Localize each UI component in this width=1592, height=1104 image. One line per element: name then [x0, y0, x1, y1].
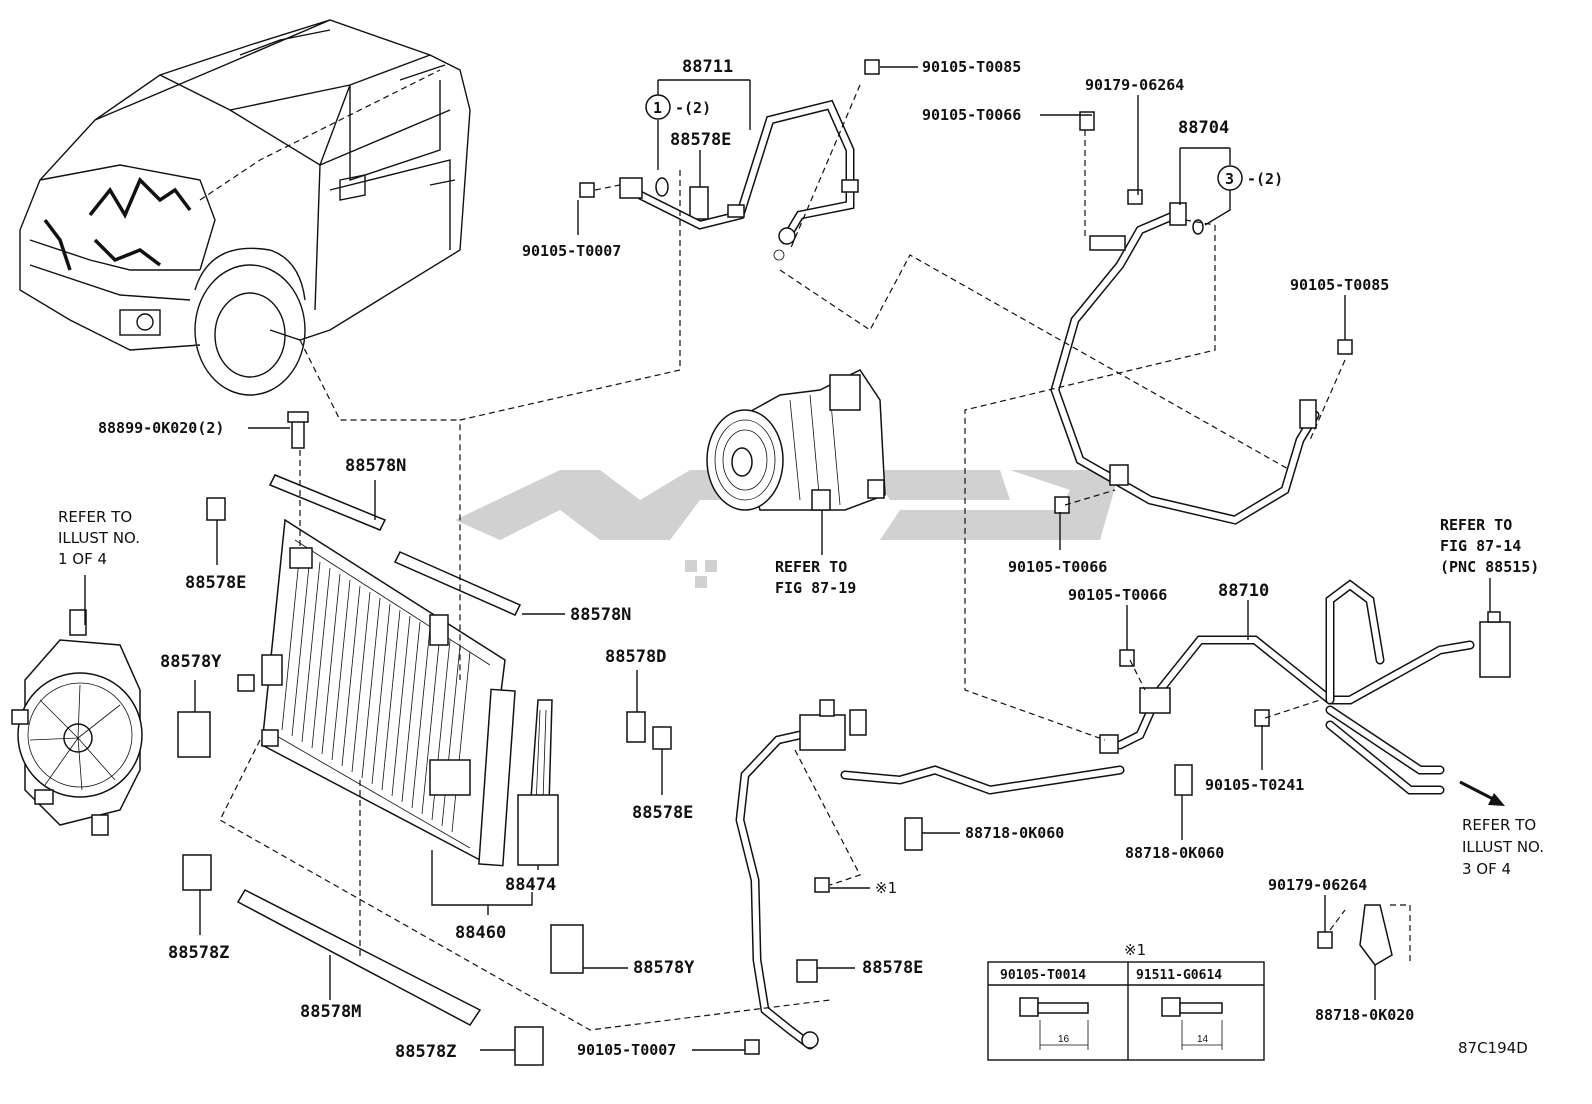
refer-fig-87-14: REFER TO FIG 87-14 (PNC 88515)	[1440, 516, 1539, 576]
label-88578E-bottom: 88578E	[862, 958, 923, 978]
bolt-table: ※1 90105-T0014 91511-G0614 16 14	[987, 941, 1265, 1061]
label-88578D: 88578D	[605, 647, 666, 667]
callout-1-number: 1	[653, 99, 662, 117]
liquid-tube	[735, 699, 1125, 1050]
label-88718-0K060-a: 88718-0K060	[965, 824, 1064, 842]
hose-88704	[1050, 202, 1320, 525]
bolt-table-col2: 91511-G0614	[1136, 968, 1222, 983]
refer-illust-1-line1: REFER TO	[58, 508, 132, 526]
bolt-16-dim: 16	[1058, 1034, 1070, 1045]
label-88578Y-bottom: 88578Y	[633, 958, 695, 978]
label-90105-T0241: 90105-T0241	[1205, 776, 1304, 794]
hose-88711	[619, 99, 859, 261]
refer-illust-1-line2: ILLUST NO.	[58, 529, 140, 547]
label-88578Z-left: 88578Z	[168, 943, 229, 963]
label-88578Y-left: 88578Y	[160, 652, 222, 672]
label-88578M: 88578M	[300, 1002, 361, 1022]
label-88460: 88460	[455, 923, 506, 943]
label-88711: 88711	[682, 57, 733, 77]
label-leaders	[84, 66, 1491, 1051]
bolt-table-col1: 90105-T0014	[1000, 968, 1086, 983]
refer-fig-87-19-line1: REFER TO	[775, 558, 847, 576]
refer-illust-1: REFER TO ILLUST NO. 1 OF 4	[58, 508, 140, 568]
label-88710: 88710	[1218, 581, 1269, 601]
callout-circle-3: 3 -(2)	[1217, 165, 1283, 191]
refer-fig-87-14-line2: FIG 87-14	[1440, 537, 1521, 555]
bolt-14-illustration: 14	[1161, 997, 1223, 1050]
vehicle-illustration	[19, 19, 471, 421]
label-88578N-mid: 88578N	[570, 605, 631, 625]
bolt-table-title: ※1	[1124, 941, 1146, 959]
label-88899-0K020: 88899-0K020(2)	[98, 419, 224, 437]
arrow-right-icon	[1459, 780, 1505, 806]
condenser-88460	[237, 518, 516, 867]
label-90105-T0085-top: 90105-T0085	[922, 58, 1021, 76]
callout-1-qty: -(2)	[675, 99, 711, 117]
fasteners	[287, 59, 1393, 1055]
label-88578E-left: 88578E	[185, 573, 246, 593]
compressor	[706, 369, 886, 511]
refer-fig-87-14-line3: (PNC 88515)	[1440, 558, 1539, 576]
refer-illust-3-line2: ILLUST NO.	[1462, 838, 1544, 856]
hose-88710	[1099, 579, 1511, 795]
refer-illust-1-line3: 1 OF 4	[58, 550, 107, 568]
drier-88474	[517, 699, 559, 866]
label-90105-T0066-mid: 90105-T0066	[1008, 558, 1107, 576]
label-90179-06264-bottom: 90179-06264	[1268, 876, 1367, 894]
refer-fig-87-19: REFER TO FIG 87-19	[775, 558, 856, 597]
label-88578Z-bottom: 88578Z	[395, 1042, 456, 1062]
label-88578E-top: 88578E	[670, 130, 731, 150]
callout-circle-1: 1 -(2)	[645, 94, 711, 120]
refer-illust-3-line3: 3 OF 4	[1462, 860, 1511, 878]
part-labels: 88711 88578E 90105-T0007 90105-T0085 901…	[98, 57, 1528, 1062]
label-90105-T0007-top: 90105-T0007	[522, 242, 621, 260]
label-90105-T0066-top: 90105-T0066	[922, 106, 1021, 124]
refer-illust-3-line1: REFER TO	[1462, 816, 1536, 834]
label-88718-0K060-b: 88718-0K060	[1125, 844, 1224, 862]
seal-pads	[177, 186, 818, 1066]
figure-code: 87C194D	[1458, 1039, 1528, 1057]
label-90179-06264-top: 90179-06264	[1085, 76, 1184, 94]
label-88578E-center: 88578E	[632, 803, 693, 823]
bolt-14-dim: 14	[1197, 1034, 1209, 1045]
callout-3-number: 3	[1225, 170, 1234, 188]
callout-3-qty: -(2)	[1247, 170, 1283, 188]
condenser-fins	[281, 549, 471, 833]
label-90105-T0066-low: 90105-T0066	[1068, 586, 1167, 604]
bolt-16-illustration: 16	[1019, 997, 1089, 1050]
refer-fig-87-14-line1: REFER TO	[1440, 516, 1512, 534]
label-88718-0K020: 88718-0K020	[1315, 1006, 1414, 1024]
label-88704: 88704	[1178, 118, 1229, 138]
refer-illust-3: REFER TO ILLUST NO. 3 OF 4	[1462, 816, 1544, 878]
refer-fig-87-19-line2: FIG 87-19	[775, 579, 856, 597]
star-note-icon: ※1	[875, 879, 897, 897]
label-88578N-top: 88578N	[345, 456, 406, 476]
label-90105-T0085-right: 90105-T0085	[1290, 276, 1389, 294]
label-90105-T0007-bottom: 90105-T0007	[577, 1041, 676, 1059]
label-88474: 88474	[505, 875, 556, 895]
dashed-leaders	[219, 84, 1411, 1031]
fan-assembly	[11, 609, 143, 836]
